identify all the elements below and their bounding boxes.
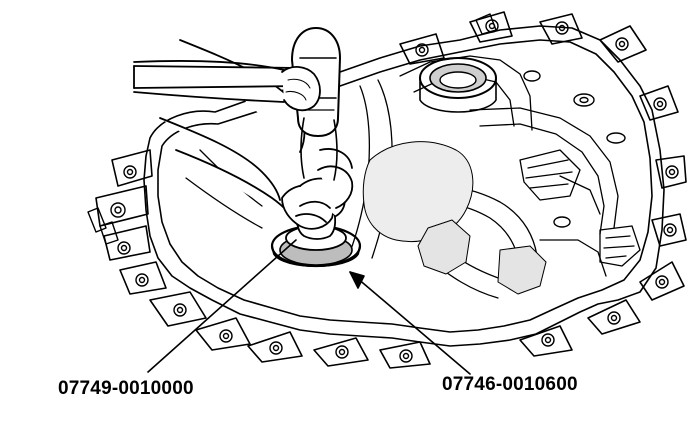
tool-part-number-label-right: 07746-0010600 <box>442 374 578 395</box>
bearing-boss <box>420 58 496 112</box>
leader-line-right <box>350 272 470 374</box>
transmission-case <box>96 12 686 368</box>
leader-arrow-right <box>350 272 364 288</box>
leader-lines <box>148 240 470 374</box>
leader-line-left <box>148 240 296 372</box>
case-bosses <box>476 14 625 227</box>
tool-part-number-label-left: 07749-0010000 <box>58 378 194 399</box>
case-cavity-shading <box>363 142 546 294</box>
case-bolts <box>88 20 678 362</box>
hammer <box>134 28 340 180</box>
